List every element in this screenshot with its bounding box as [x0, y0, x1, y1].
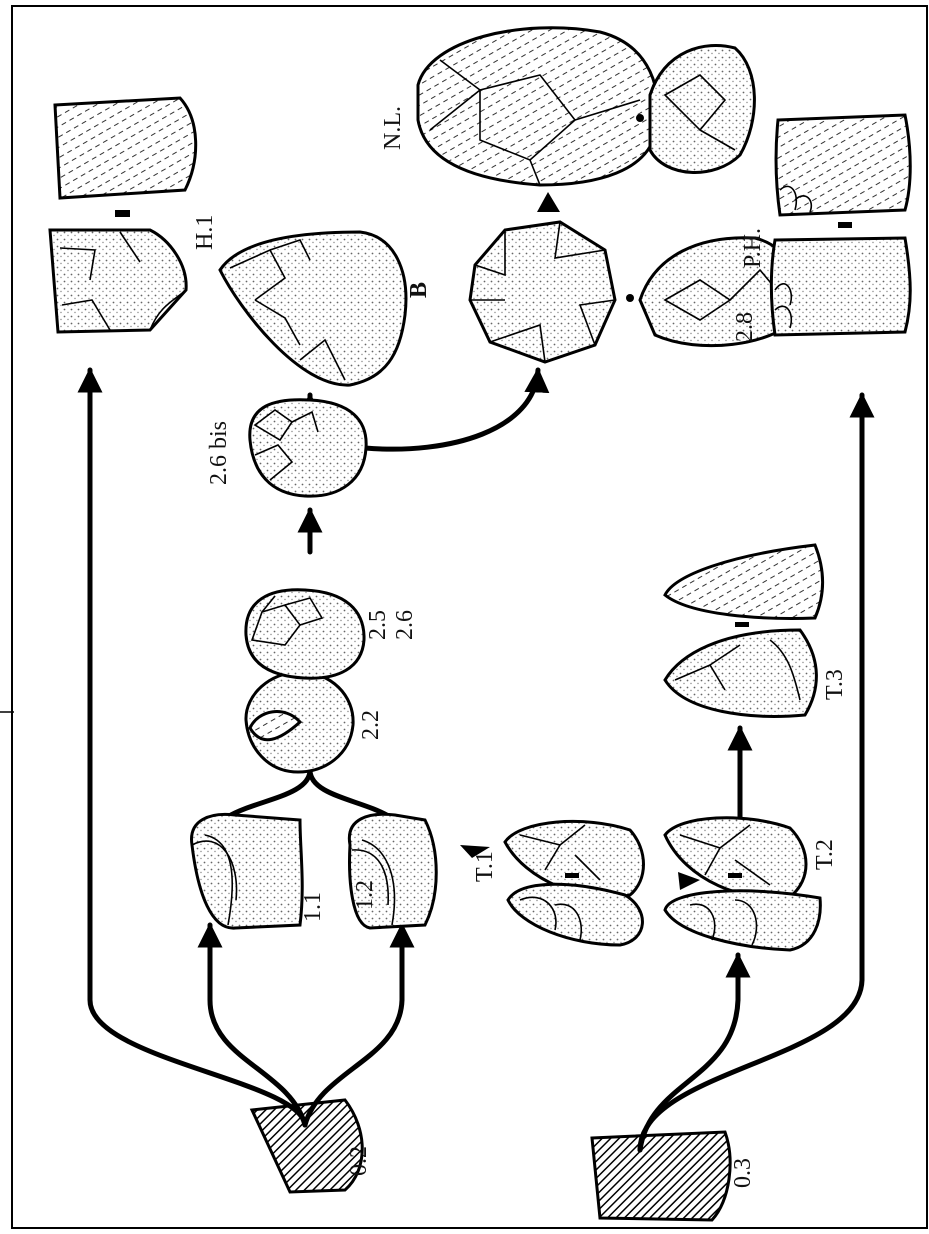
label-core-0-2: 0.2	[346, 1146, 372, 1176]
separator-ph	[838, 222, 852, 228]
tool-t1-icon	[505, 821, 644, 945]
separator-t2	[728, 873, 742, 878]
label-tool-nl: N.L.	[380, 106, 406, 150]
stage-1-1-icon	[192, 814, 303, 928]
label-tool-ph: P.H.	[740, 228, 766, 268]
separator-28	[626, 294, 634, 302]
tool-b-icon	[220, 232, 406, 385]
arrows	[90, 370, 862, 1150]
separator-h1	[115, 210, 130, 217]
arrowhead-to-nl	[537, 192, 560, 212]
label-stage-1-1: 1.1	[300, 892, 326, 922]
label-stage-1-2: 1.2	[352, 880, 378, 910]
stage-2-6bis-icon	[250, 400, 366, 496]
label-stage-2-2: 2.2	[358, 710, 384, 740]
label-stage-2-6: 2.6	[392, 610, 418, 640]
core-0-3-icon	[592, 1132, 730, 1220]
label-stage-2-5: 2.5	[365, 610, 391, 640]
label-tool-b: B	[406, 282, 432, 298]
tool-nl-icon	[418, 28, 754, 185]
separator-t3	[735, 622, 749, 627]
separator-nl	[636, 114, 644, 122]
label-tool-t1: T.1	[472, 851, 498, 882]
label-core-0-3: 0.3	[730, 1158, 756, 1188]
stage-2-5-icon	[246, 590, 364, 678]
tool-t3-icon	[665, 545, 823, 716]
label-tool-t2: T.2	[812, 839, 838, 870]
label-stage-2-8: 2.8	[732, 312, 758, 342]
label-tool-h1: H.1	[192, 215, 218, 250]
label-stage-2-6bis: 2.6 bis	[206, 421, 232, 485]
separator-t1	[565, 873, 579, 878]
label-tool-t3: T.3	[822, 669, 848, 700]
stage-2-2-icon	[246, 672, 353, 772]
